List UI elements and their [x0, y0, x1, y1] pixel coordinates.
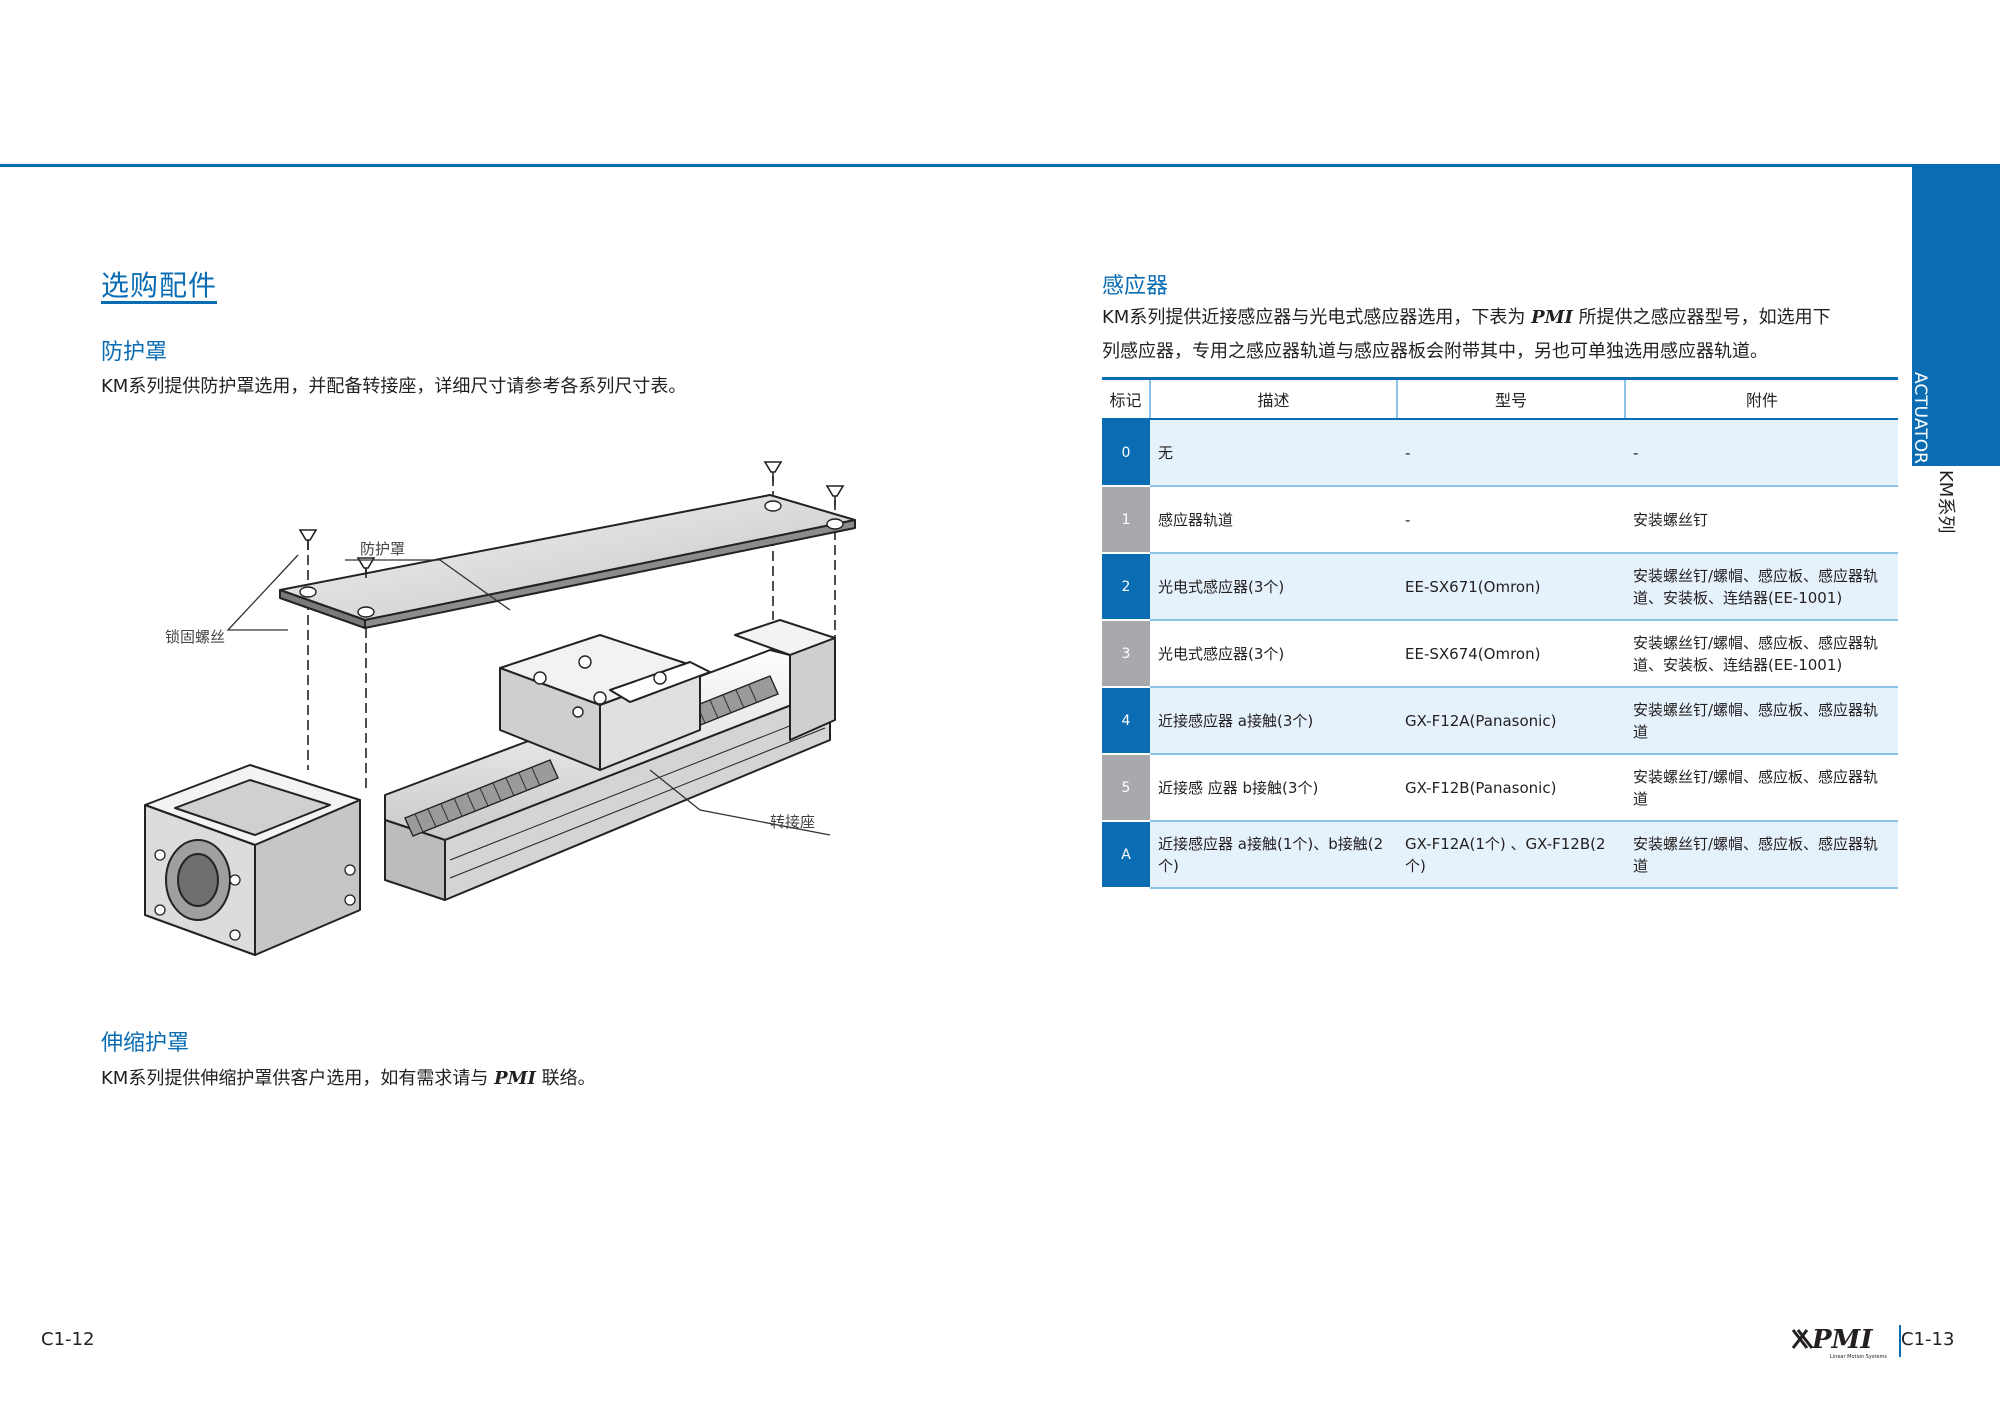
section-title-underline [101, 301, 217, 304]
sensor-intro-line-1: KM系列提供近接感应器与光电式感应器选用，下表为 PMI 所提供之感应器型号，如… [1102, 301, 1902, 335]
bellows-description: KM系列提供伸缩护罩供客户选用，如有需求请与 PMI 联络。 [101, 1064, 596, 1090]
bellows-heading: 伸缩护罩 [101, 1031, 190, 1056]
intro-brand: PMI [1531, 307, 1573, 328]
header-accessory: 附件 [1625, 377, 1898, 420]
intro-before: KM系列提供近接感应器与光电式感应器选用，下表为 [1102, 307, 1532, 328]
side-tab-label: ACTUATOR [1910, 372, 1930, 464]
row-model: GX-F12B(Panasonic) [1397, 754, 1625, 822]
table-row: 0 无 - - [1102, 419, 1898, 487]
series-label: KM系列 [1935, 470, 1956, 534]
row-accessory: 安装螺丝钉/螺帽、感应板、感应器轨道、安装板、连结器(EE-1001) [1625, 620, 1898, 688]
row-model: EE-SX674(Omron) [1397, 620, 1625, 688]
sensor-heading: 感应器 [1102, 274, 1169, 299]
header-mark: 标记 [1102, 377, 1151, 420]
row-desc: 近接感 应器 b接触(3个) [1150, 754, 1397, 822]
row-desc: 光电式感应器(3个) [1150, 553, 1397, 621]
row-accessory: 安装螺丝钉/螺帽、感应板、感应器轨道 [1625, 754, 1898, 822]
sensor-intro: KM系列提供近接感应器与光电式感应器选用，下表为 PMI 所提供之感应器型号，如… [1102, 301, 1902, 369]
row-mark: 4 [1102, 687, 1150, 755]
table-row: 4 近接感应器 a接触(3个) GX-F12A(Panasonic) 安装螺丝钉… [1102, 687, 1898, 755]
top-rule [0, 164, 2000, 167]
table-row: 1 感应器轨道 - 安装螺丝钉 [1102, 486, 1898, 554]
row-mark: 1 [1102, 486, 1150, 554]
row-mark: A [1102, 821, 1150, 889]
header-desc: 描述 [1150, 377, 1398, 420]
row-desc: 光电式感应器(3个) [1150, 620, 1397, 688]
row-model: GX-F12A(1个) 、GX-F12B(2个) [1397, 821, 1625, 889]
side-tab [1912, 166, 2000, 466]
pmi-mark-icon [1791, 1329, 1814, 1349]
row-model: - [1397, 419, 1625, 487]
row-desc: 感应器轨道 [1150, 486, 1397, 554]
table-row: 2 光电式感应器(3个) EE-SX671(Omron) 安装螺丝钉/螺帽、感应… [1102, 553, 1898, 621]
table-row: A 近接感应器 a接触(1个)、b接触(2个) GX-F12A(1个) 、GX-… [1102, 821, 1898, 889]
table-row: 5 近接感 应器 b接触(3个) GX-F12B(Panasonic) 安装螺丝… [1102, 754, 1898, 822]
row-desc: 近接感应器 a接触(3个) [1150, 687, 1397, 755]
header-model: 型号 [1397, 377, 1626, 420]
row-model: EE-SX671(Omron) [1397, 553, 1625, 621]
section-title: 选购配件 [101, 269, 218, 302]
label-lock-screw: 锁固螺丝 [165, 628, 225, 646]
label-adapter: 转接座 [770, 813, 815, 831]
row-accessory: - [1625, 419, 1898, 487]
logo-text: PMI [1811, 1325, 1873, 1355]
row-mark: 0 [1102, 419, 1150, 487]
bellows-desc-brand: PMI [494, 1068, 536, 1089]
row-mark: 3 [1102, 620, 1150, 688]
footer-divider [1899, 1325, 1901, 1357]
page-number-right: C1-13 [1901, 1329, 1955, 1350]
row-desc: 无 [1150, 419, 1397, 487]
cover-description: KM系列提供防护罩选用，并配备转接座，详细尺寸请参考各系列尺寸表。 [101, 376, 687, 397]
row-mark: 2 [1102, 553, 1150, 621]
intro-after: 所提供之感应器型号，如选用下 [1572, 307, 1831, 328]
row-accessory: 安装螺丝钉 [1625, 486, 1898, 554]
row-accessory: 安装螺丝钉/螺帽、感应板、感应器轨道 [1625, 821, 1898, 889]
row-accessory: 安装螺丝钉/螺帽、感应板、感应器轨道、安装板、连结器(EE-1001) [1625, 553, 1898, 621]
cover-assembly-illustration: 防护罩 锁固螺丝 转接座 [144, 461, 856, 956]
sensor-intro-line-2: 列感应器，专用之感应器轨道与感应器板会附带其中，另也可单独选用感应器轨道。 [1102, 341, 1768, 362]
row-accessory: 安装螺丝钉/螺帽、感应板、感应器轨道 [1625, 687, 1898, 755]
pmi-logo: PMI Linear Motion Systems [1791, 1325, 1887, 1360]
row-model: GX-F12A(Panasonic) [1397, 687, 1625, 755]
cover-heading: 防护罩 [101, 340, 168, 365]
row-desc: 近接感应器 a接触(1个)、b接触(2个) [1150, 821, 1397, 889]
table-header-row: 标记 描述 型号 附件 [1102, 377, 1898, 420]
table-row: 3 光电式感应器(3个) EE-SX674(Omron) 安装螺丝钉/螺帽、感应… [1102, 620, 1898, 688]
bellows-desc-before: KM系列提供伸缩护罩供客户选用，如有需求请与 [101, 1068, 495, 1089]
page-number-left: C1-12 [41, 1329, 95, 1350]
row-mark: 5 [1102, 754, 1150, 822]
label-cover: 防护罩 [360, 540, 405, 558]
sensor-table: 标记 描述 型号 附件 0 无 - - 1 感应器轨道 - 安装螺丝钉 2 光电… [1102, 377, 1898, 889]
logo-subtext: Linear Motion Systems [1830, 1354, 1887, 1360]
row-model: - [1397, 486, 1625, 554]
bellows-desc-after: 联络。 [535, 1068, 596, 1089]
